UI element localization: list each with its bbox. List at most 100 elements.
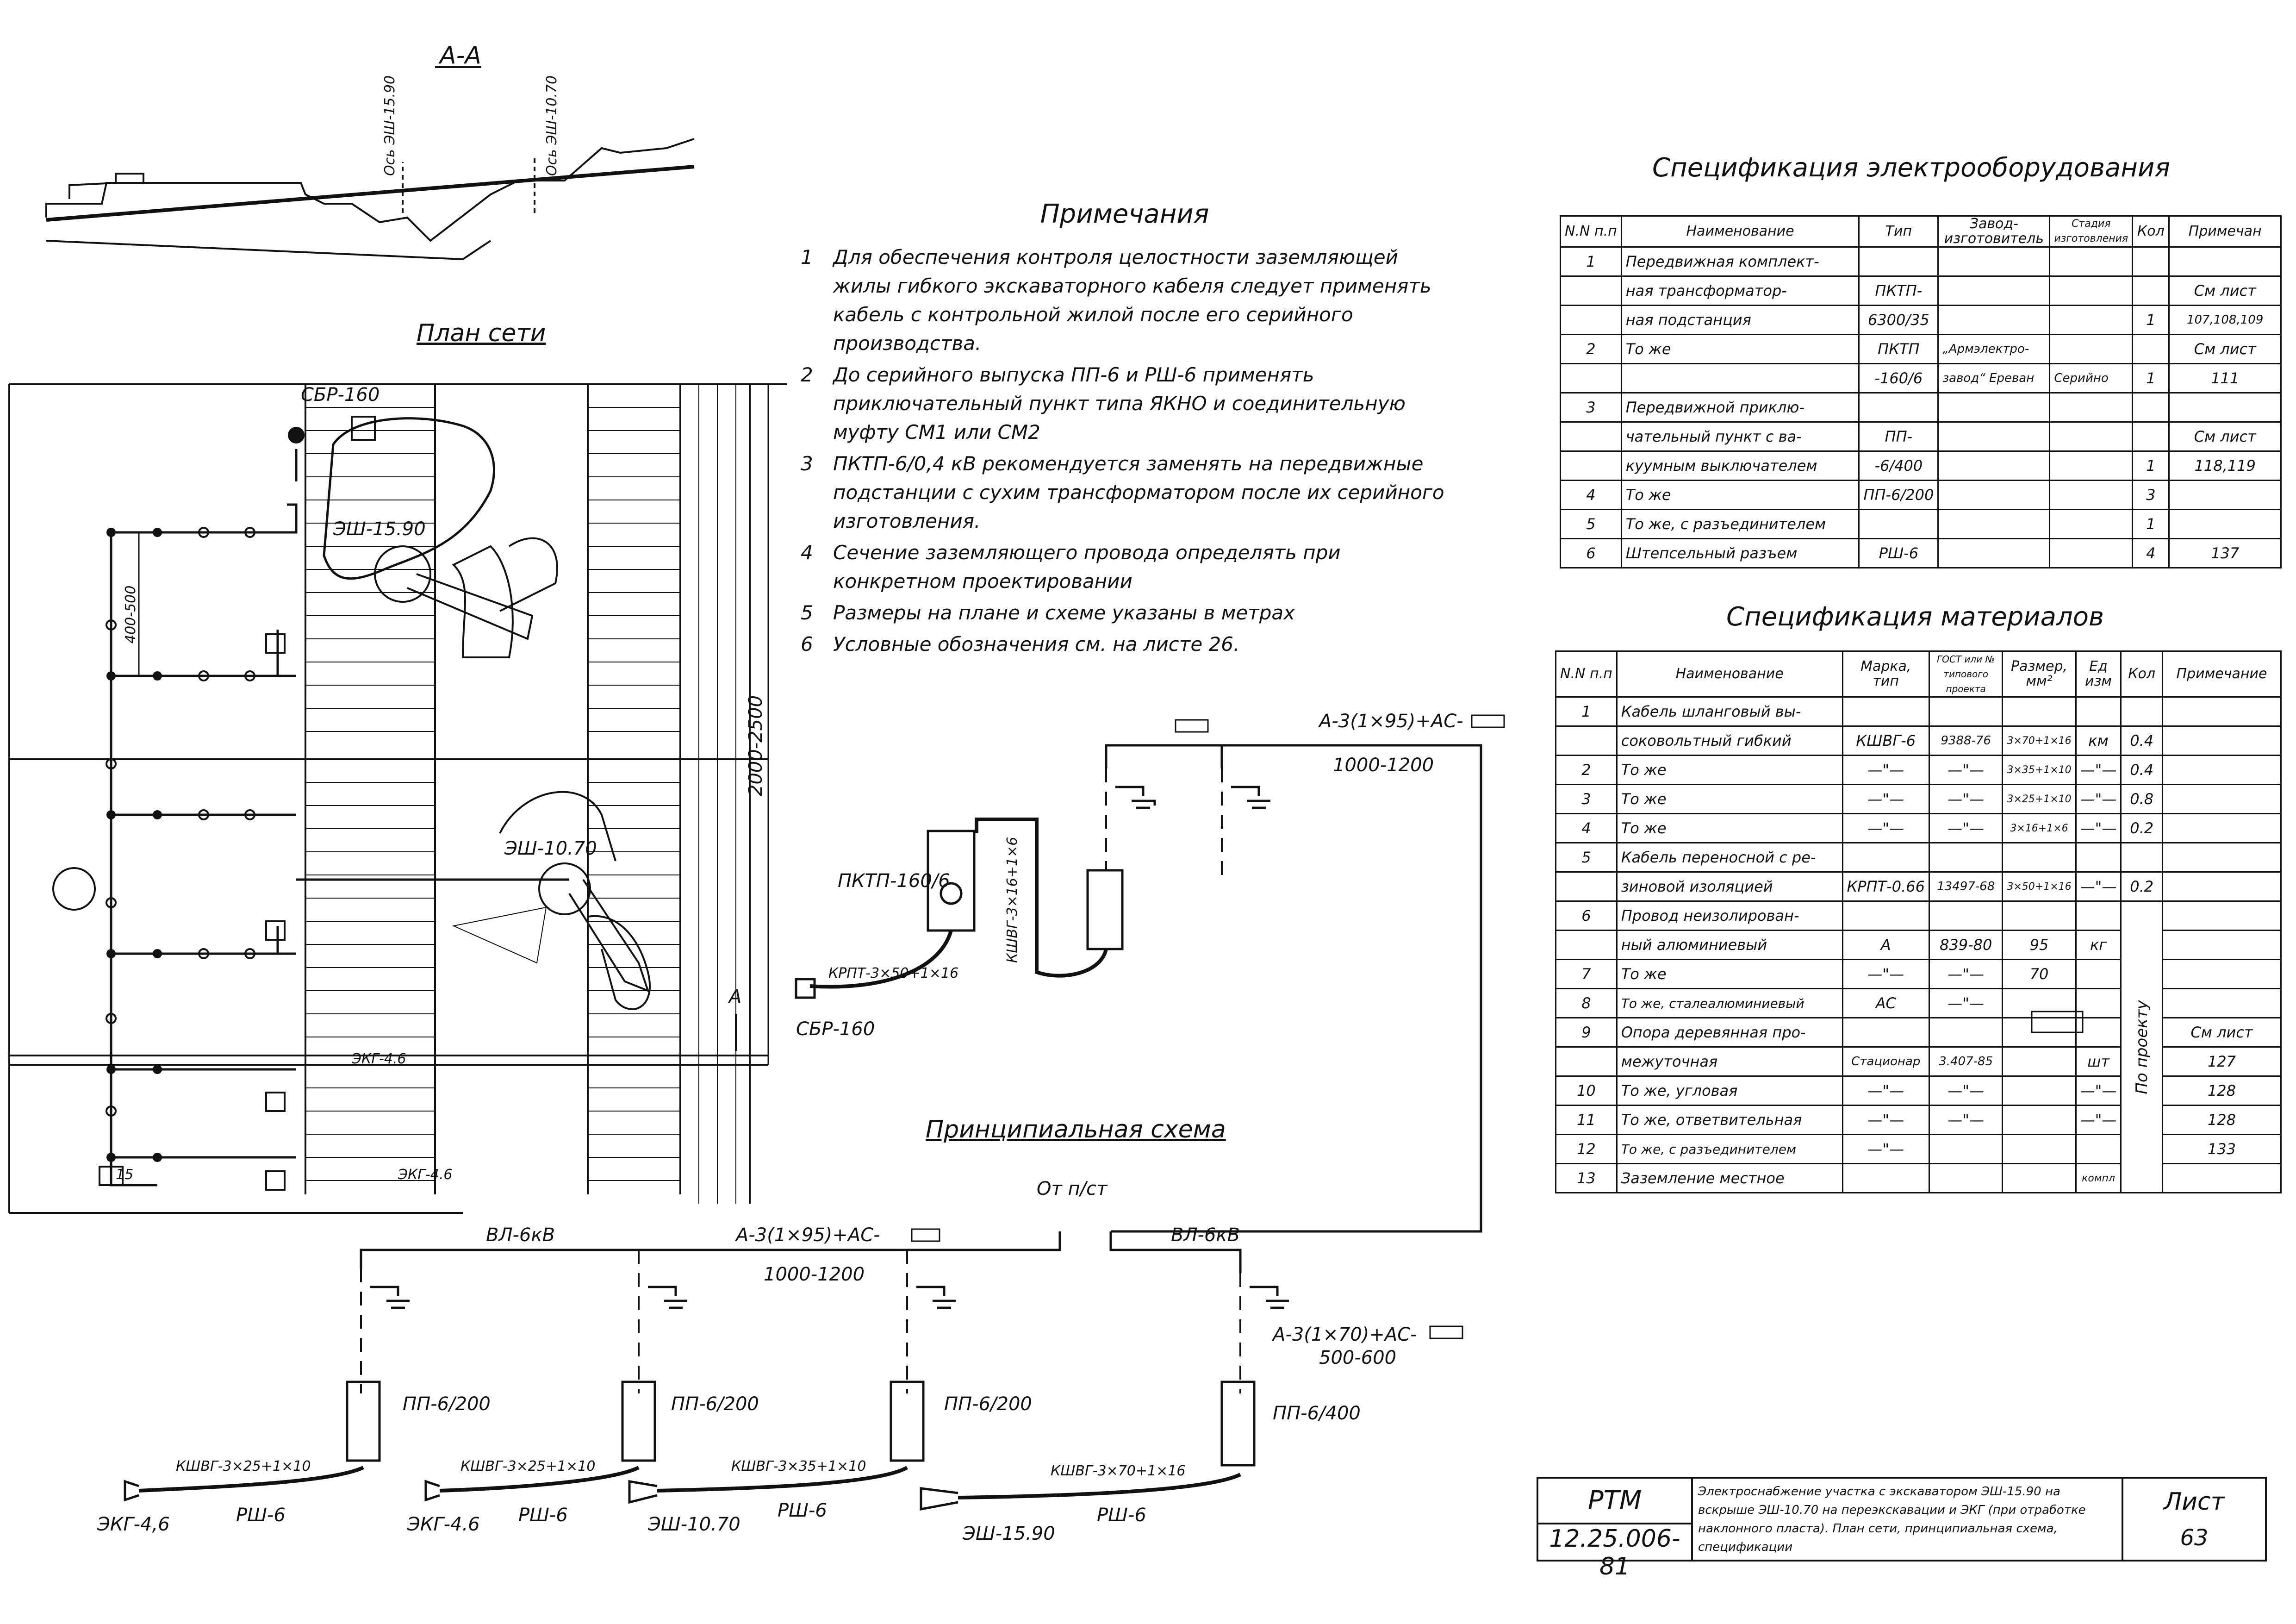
schematic-rsh-4: РШ-6 xyxy=(1097,1505,1146,1526)
plan-label-sbr: СБР-160 xyxy=(301,384,380,406)
schematic-wire-main: А-3(1×95)+АС- xyxy=(736,1224,880,1246)
table-row: ная трансформатор-ПКТП-См лист xyxy=(1560,275,2282,306)
schematic-line-left: ВЛ-6кВ xyxy=(486,1224,555,1246)
plan-section-mark: А xyxy=(729,986,742,1007)
stamp-code-1: РТМ xyxy=(1587,1486,1642,1516)
plan-label-esh-15-90: ЭШ-15.90 xyxy=(333,518,426,540)
table-row: чательный пункт с ва-ПП-См лист xyxy=(1560,421,2282,452)
plan-label-ekg-1: ЭКГ-4.6 xyxy=(352,1051,406,1067)
section-axis-2: Ось ЭШ-10.70 xyxy=(544,75,560,176)
schematic-rsh-1: РШ-6 xyxy=(236,1505,286,1526)
section-label: А-А xyxy=(440,42,481,69)
plan-title: План сети xyxy=(417,319,546,347)
schematic-cable-1: КШВГ-3×25+1×10 xyxy=(176,1458,311,1474)
schematic-machine-4: ЭШ-15.90 xyxy=(963,1523,1055,1544)
principal-schematic xyxy=(124,744,1482,1511)
schematic-machine-3: ЭШ-10.70 xyxy=(648,1514,740,1535)
stamp-sheet-number: 63 xyxy=(2180,1525,2209,1551)
schematic-pp-2: ПП-6/200 xyxy=(671,1393,759,1415)
stamp-description: Электроснабжение участка с экскаватором … xyxy=(1698,1485,2086,1554)
schematic-line-right: ВЛ-6кВ xyxy=(1171,1224,1240,1246)
plan-pole-markers xyxy=(106,427,305,1162)
schematic-from-substation: От п/ст xyxy=(1037,1178,1108,1199)
schematic-title: Принципиальная схема xyxy=(926,1116,1226,1143)
schematic-dim-main: 1000-1200 xyxy=(764,1264,865,1285)
plan-label-ekg-2: ЭКГ-4.6 xyxy=(398,1167,453,1183)
schematic-sbr: СБР-160 xyxy=(796,1018,875,1040)
network-plan-frame xyxy=(8,383,787,1214)
qty-note: По проекту xyxy=(2132,999,2151,1094)
schematic-rsh-2: РШ-6 xyxy=(518,1505,568,1526)
stamp-sheet-label: Лист xyxy=(2164,1488,2225,1516)
schematic-dim-top: 1000-1200 xyxy=(1333,755,1434,776)
stamp-code-2: 12.25.006-81 xyxy=(1549,1525,1680,1580)
schematic-wire-branch: А-3(1×70)+АС- xyxy=(1273,1324,1417,1345)
title-stamp: РТМ 12.25.006-81 Электроснабжение участк… xyxy=(1537,1477,2267,1580)
plan-dim-400-500: 400-500 xyxy=(123,585,139,643)
section-a-a-profile xyxy=(45,66,695,261)
qty-note-cell: По проекту xyxy=(2120,900,2163,1193)
schematic-machine-2: ЭКГ-4.6 xyxy=(407,1514,480,1535)
schematic-pktp: ПКТП-160/6 xyxy=(838,870,950,892)
notes-title: Примечания xyxy=(1040,199,1209,229)
materials-spec-title: Спецификация материалов xyxy=(1726,602,2104,632)
plan-label-esh-10-70: ЭШ-10.70 xyxy=(504,838,597,859)
electrical-spec-title: Спецификация электрооборудования xyxy=(1652,153,2171,183)
schematic-cable-3: КШВГ-3×35+1×10 xyxy=(731,1458,866,1474)
schematic-machine-1: ЭКГ-4,6 xyxy=(97,1514,170,1535)
excavator-esh-15-90-plan xyxy=(323,417,558,658)
bench-hatching xyxy=(305,384,736,1204)
schematic-cable-pktp: КШВГ-3×16+1×6 xyxy=(1004,837,1020,963)
schematic-cable-sbr: КРПТ-3×50+1×16 xyxy=(828,965,959,981)
schematic-pp-3: ПП-6/200 xyxy=(944,1393,1032,1415)
schematic-wire-top: А-3(1×95)+АС- xyxy=(1319,711,1463,732)
schematic-pp-4: ПП-6/400 xyxy=(1273,1403,1361,1424)
section-axis-1: Ось ЭШ-15.90 xyxy=(382,75,398,176)
plan-dim-2000-2500: 2000-2500 xyxy=(745,695,766,796)
schematic-dim-branch: 500-600 xyxy=(1319,1347,1397,1368)
schematic-cable-2: КШВГ-3×25+1×10 xyxy=(460,1458,596,1474)
plan-pole-open-markers xyxy=(52,527,286,1191)
excavator-esh-10-70-plan xyxy=(452,791,651,1010)
plan-label-15: 15 xyxy=(116,1167,134,1183)
schematic-cable-4: КШВГ-3×70+1×16 xyxy=(1051,1463,1186,1479)
